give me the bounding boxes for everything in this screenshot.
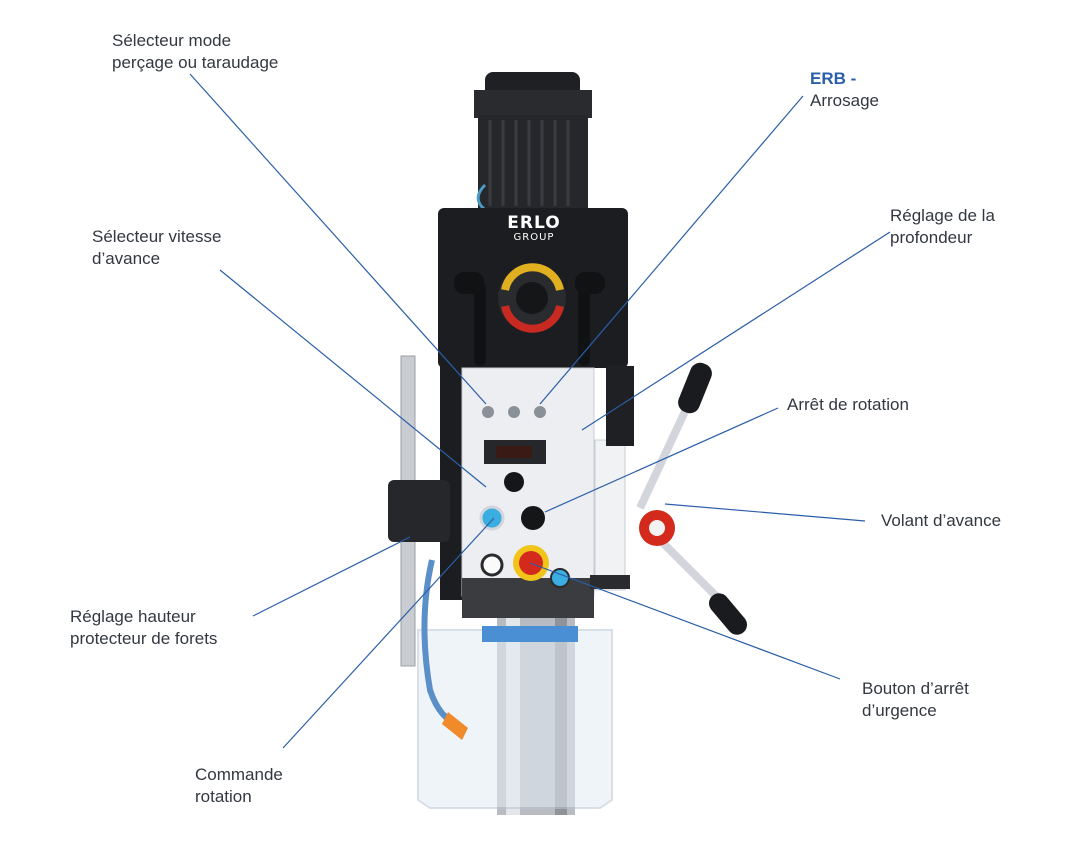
leader-lines [189,73,891,749]
gear-lever-handles [454,272,605,366]
speed-knob [504,472,524,492]
leader-arret-rotation [544,407,779,513]
toggle-switches [482,406,546,418]
label-selecteur-mode-line2: perçage ou taraudage [112,53,279,72]
label-selecteur-vitesse-line1: Sélecteur vitesse [92,227,222,246]
label-commande-rotation-line1: Commande [195,765,283,784]
label-bouton-arret-line2: d’urgence [862,701,937,720]
label-bouton-arret-line1: Bouton d’arrêt [862,679,969,698]
label-arret-rotation: Arrêt de rotation [787,394,909,416]
leader-selecteur-vitesse [219,269,487,488]
leader-selecteur-mode [189,73,487,405]
side-clamp [388,480,450,542]
rotation-button [479,505,505,531]
label-selecteur-vitesse-line2: d’avance [92,249,161,268]
label-erb-line1: ERB - [810,69,857,88]
label-volant-avance: Volant d’avance [881,510,1001,532]
brand-logo: ERLO GROUP [498,214,570,244]
label-reglage-hauteur: Réglage hauteur protecteur de forets [70,606,217,650]
leader-erb [539,95,804,405]
label-bouton-arret: Bouton d’arrêt d’urgence [862,678,969,722]
depth-scale [590,366,634,591]
label-selecteur-vitesse: Sélecteur vitesse d’avance [92,226,221,270]
label-selecteur-mode: Sélecteur mode perçage ou taraudage [112,30,278,74]
label-commande-rotation-line2: rotation [195,787,252,806]
leader-bouton-arret [529,562,841,680]
logo-text-erlo: ERLO [507,213,561,233]
label-reglage-profondeur-line2: profondeur [890,228,973,247]
label-commande-rotation: Commande rotation [195,764,283,808]
guard-clamp [482,626,578,642]
label-volant-avance-line1: Volant d’avance [881,511,1002,530]
leader-reglage-profondeur [581,231,891,431]
feed-handwheel [636,362,747,635]
leader-reglage-hauteur [252,536,411,617]
leader-volant-avance [664,503,866,522]
label-erb-line2: Arrosage [810,91,879,110]
drill-guard [417,629,613,809]
label-reglage-hauteur-line1: Réglage hauteur [70,607,196,626]
label-reglage-hauteur-line2: protecteur de forets [70,629,218,648]
label-selecteur-mode-line1: Sélecteur mode [112,31,232,50]
stop-rotation-button [521,506,545,530]
logo-text-group: GROUP [513,232,555,243]
label-arret-rotation-line1: Arrêt de rotation [787,395,909,414]
white-button [480,553,504,577]
label-reglage-profondeur-line1: Réglage de la [890,206,995,225]
label-reglage-profondeur: Réglage de la profondeur [890,205,995,249]
motor [474,72,592,214]
leader-commande-rotation [282,517,495,749]
label-erb: ERB - Arrosage [810,68,879,112]
gear-selector-dial [498,263,566,333]
